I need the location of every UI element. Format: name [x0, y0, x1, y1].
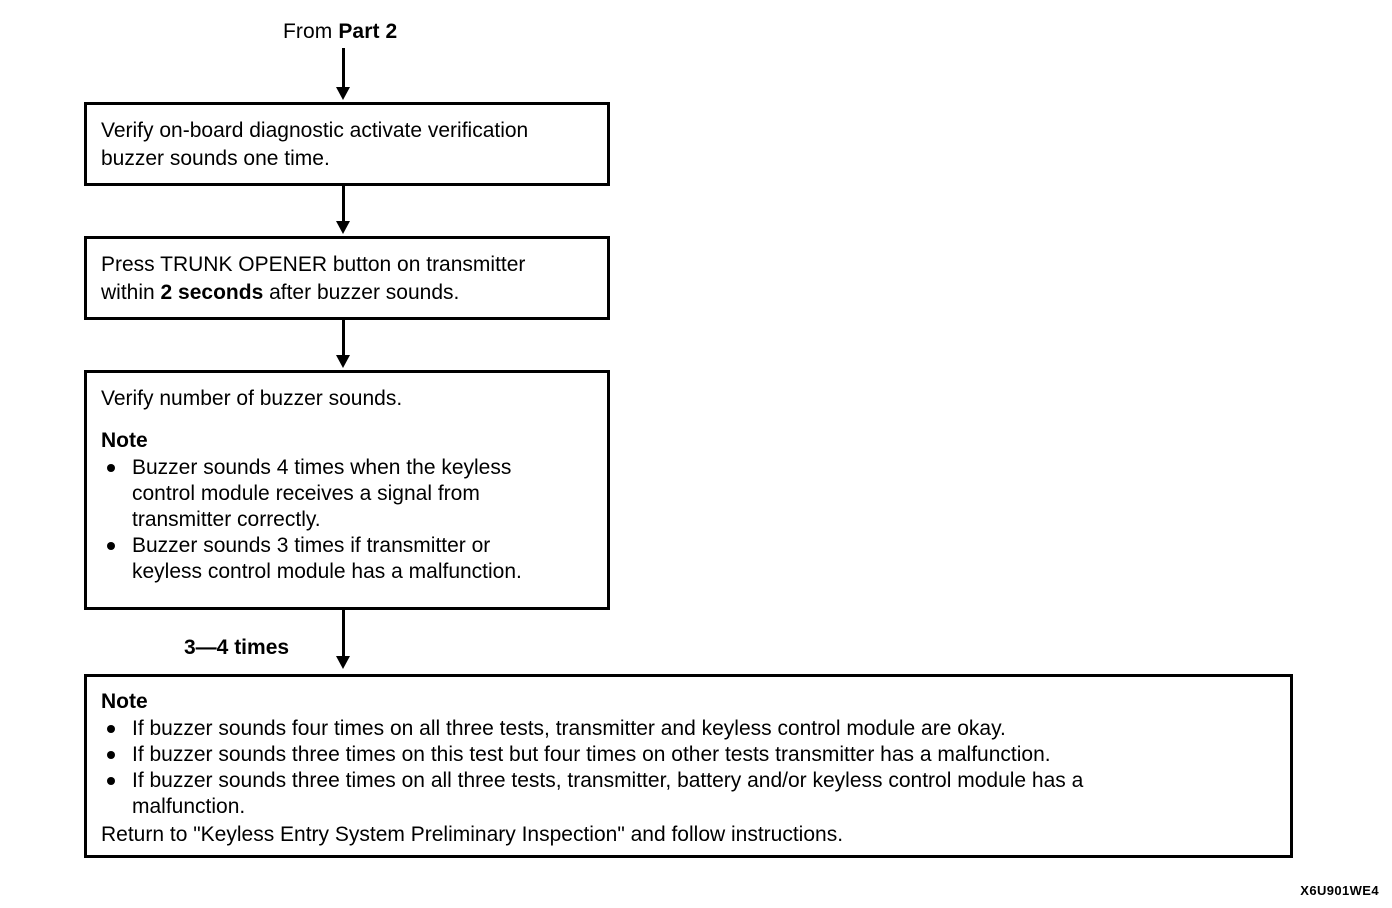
list-item: If buzzer sounds four times on all three…: [101, 716, 1276, 742]
result-b2-l1: If buzzer sounds three times on this tes…: [132, 743, 1051, 766]
result-note-heading: Note: [101, 690, 148, 713]
step-3-b1-l2: control module receives a signal from: [132, 482, 480, 505]
step-3-b2-l1: Buzzer sounds 3 times if transmitter or: [132, 534, 491, 557]
step-2-text-2a: within: [101, 281, 161, 304]
result-b1-l1: If buzzer sounds four times on all three…: [132, 717, 1006, 740]
connector-step2-to-step3: [342, 320, 345, 358]
bullet-dot-icon: [107, 725, 115, 733]
step-3-spacer: [101, 413, 593, 427]
bullet-dot-icon: [107, 542, 115, 550]
figure-code: X6U901WE4: [1300, 883, 1379, 898]
step-box-3: Verify number of buzzer sounds. Note Buz…: [84, 370, 610, 610]
step-3-text-1: Verify number of buzzer sounds.: [101, 387, 403, 410]
list-item: Buzzer sounds 3 times if transmitter or …: [101, 533, 593, 585]
arrowhead-step3-to-result: [336, 656, 350, 669]
connector-step1-to-step2: [342, 186, 345, 224]
entry-label: From Part 2: [283, 20, 397, 44]
entry-label-prefix: From: [283, 20, 339, 43]
step-box-1: Verify on-board diagnostic activate veri…: [84, 102, 610, 186]
result-note-bullet-list: If buzzer sounds four times on all three…: [101, 716, 1276, 820]
result-note-tail: Return to "Keyless Entry System Prelimin…: [101, 823, 844, 846]
result-b3-l1: If buzzer sounds three times on all thre…: [132, 769, 1084, 792]
step-box-2: Press TRUNK OPENER button on transmitter…: [84, 236, 610, 320]
step-3-b2-l2: keyless control module has a malfunction…: [132, 560, 522, 583]
result-note-box: Note If buzzer sounds four times on all …: [84, 674, 1293, 858]
step-3-bullet-list: Buzzer sounds 4 times when the keyless c…: [101, 455, 593, 585]
step-1-text-2: buzzer sounds one time.: [101, 147, 330, 170]
step-1-line-1: Verify on-board diagnostic activate veri…: [101, 117, 593, 145]
bullet-dot-icon: [107, 751, 115, 759]
arrowhead-step1-to-step2: [336, 221, 350, 234]
list-item: Buzzer sounds 4 times when the keyless c…: [101, 455, 593, 533]
bullet-dot-icon: [107, 777, 115, 785]
step-2-line-1: Press TRUNK OPENER button on transmitter: [101, 251, 593, 279]
arrowhead-entry-to-step1: [336, 87, 350, 100]
step-2-text-2b-strong: 2 seconds: [160, 281, 264, 304]
step-3-b1-l1: Buzzer sounds 4 times when the keyless: [132, 456, 512, 479]
step-2-text-1: Press TRUNK OPENER button on transmitter: [101, 253, 526, 276]
list-item: If buzzer sounds three times on all thre…: [101, 768, 1276, 820]
step-3-b1-l3: transmitter correctly.: [132, 508, 321, 531]
step-2-text-2c: after buzzer sounds.: [263, 281, 460, 304]
step-3-note-heading: Note: [101, 429, 148, 452]
result-b3-l2: malfunction.: [132, 795, 246, 818]
branch-label-3-4-times: 3—4 times: [184, 636, 290, 659]
bullet-dot-icon: [107, 464, 115, 472]
entry-label-strong: Part 2: [338, 20, 398, 43]
step-3-line-1: Verify number of buzzer sounds.: [101, 385, 593, 413]
step-2-line-2: within 2 seconds after buzzer sounds.: [101, 279, 593, 307]
connector-step3-to-result: [342, 610, 345, 659]
step-1-line-2: buzzer sounds one time.: [101, 145, 593, 173]
step-1-text-1: Verify on-board diagnostic activate veri…: [101, 119, 529, 142]
arrowhead-step2-to-step3: [336, 355, 350, 368]
list-item: If buzzer sounds three times on this tes…: [101, 742, 1276, 768]
connector-entry-to-step1: [342, 48, 345, 92]
